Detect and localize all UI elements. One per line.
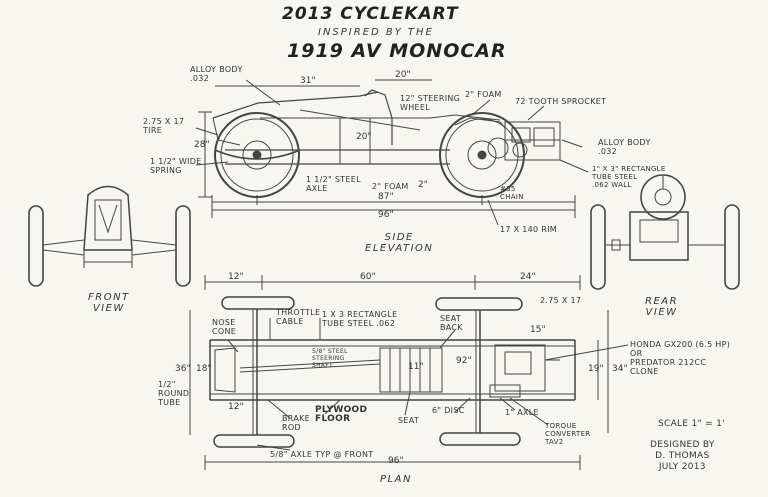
dim-36: 36" (175, 364, 191, 374)
label-plan-tire: 2.75 X 17 (540, 296, 582, 305)
caption-side-elevation: SIDE ELEVATION (365, 232, 434, 254)
dim-96-side: 96" (378, 210, 394, 220)
label-designed-by: DESIGNED BY D. THOMAS JULY 2013 (650, 440, 715, 472)
caption-rear-view: REAR VIEW (645, 296, 679, 318)
label-brake-rod: BRAKE ROD (282, 414, 310, 432)
dim-20-top: 20" (395, 70, 411, 80)
dim-18: 18" (196, 364, 212, 374)
label-plywood-floor: PLYWOOD FLOOR (315, 405, 368, 424)
dim-96-plan: 96" (388, 456, 404, 466)
label-throttle-cable: THROTTLE CABLE (276, 308, 321, 326)
label-sprocket: 72 TOOTH SPROCKET (515, 97, 607, 106)
front-view-drawing (28, 185, 191, 287)
label-nose-cone: NOSE CONE (212, 318, 237, 336)
dim-24: 24" (520, 272, 536, 282)
side-elevation-drawing (195, 79, 589, 226)
dim-19: 19" (588, 364, 604, 374)
label-rect-tube-side: 1" X 3" RECTANGLE TUBE STEEL .062 WALL (592, 165, 666, 189)
dim-11: 11" (408, 362, 424, 372)
label-foam-2b: 2" FOAM (372, 182, 409, 191)
dim-28: 28" (194, 140, 210, 150)
title-line-3: 1919 AV MONOCAR (287, 40, 507, 62)
label-steel-axle: 1 1/2" STEEL AXLE (306, 175, 361, 193)
label-torque-converter: TORQUE CONVERTER TAV2 (545, 422, 591, 446)
dim-12-bot: 12" (228, 402, 244, 412)
plan-view-drawing (189, 275, 629, 470)
dim-15: 15" (530, 325, 546, 335)
label-axle-typ: 5/8" AXLE TYP @ FRONT (270, 450, 374, 459)
label-disc: 6" DISC (432, 406, 465, 415)
title-line-1: 2013 CYCLEKART (282, 4, 459, 24)
dim-31: 31" (300, 76, 316, 86)
label-rect-tube-plan: 1 X 3 RECTANGLE TUBE STEEL .062 (322, 310, 398, 328)
label-tire: 2.75 X 17 TIRE (143, 117, 185, 135)
label-round-tube: 1/2" ROUND TUBE (158, 380, 190, 407)
label-rim: 17 X 140 RIM (500, 225, 557, 234)
caption-plan: PLAN (380, 474, 412, 485)
dim-60: 60" (360, 272, 376, 282)
label-engine: HONDA GX200 (6.5 HP) OR PREDATOR 212cc C… (630, 340, 731, 376)
dim-20-mid: 20" (356, 132, 372, 142)
dim-92: 92" (456, 356, 472, 366)
label-chain: #35 CHAIN (500, 185, 524, 201)
dim-2: 2" (418, 180, 428, 190)
dim-87: 87" (378, 192, 394, 202)
label-scale: SCALE 1" = 1' (658, 419, 725, 429)
label-steering-wheel: 12" STEERING WHEEL (400, 94, 461, 112)
label-seat: SEAT (398, 416, 420, 425)
rear-view-drawing (590, 174, 740, 290)
label-alloy-body-front: ALLOY BODY .032 (190, 65, 243, 83)
label-axle: 1" AXLE (505, 408, 539, 417)
label-alloy-body-rear: ALLOY BODY .032 (598, 138, 651, 156)
caption-front-view: FRONT VIEW (88, 292, 130, 314)
label-seat-back: SEAT BACK (440, 314, 463, 332)
dim-34: 34" (612, 364, 628, 374)
label-foam-2: 2" FOAM (465, 90, 502, 99)
title-line-2: INSPIRED BY THE (318, 27, 434, 38)
label-leaf-spring: 1 1/2" WIDE SPRING (150, 157, 202, 175)
dim-12-top: 12" (228, 272, 244, 282)
label-steering-shaft: 5/8" STEEL STEERING SHAFT (312, 348, 348, 369)
